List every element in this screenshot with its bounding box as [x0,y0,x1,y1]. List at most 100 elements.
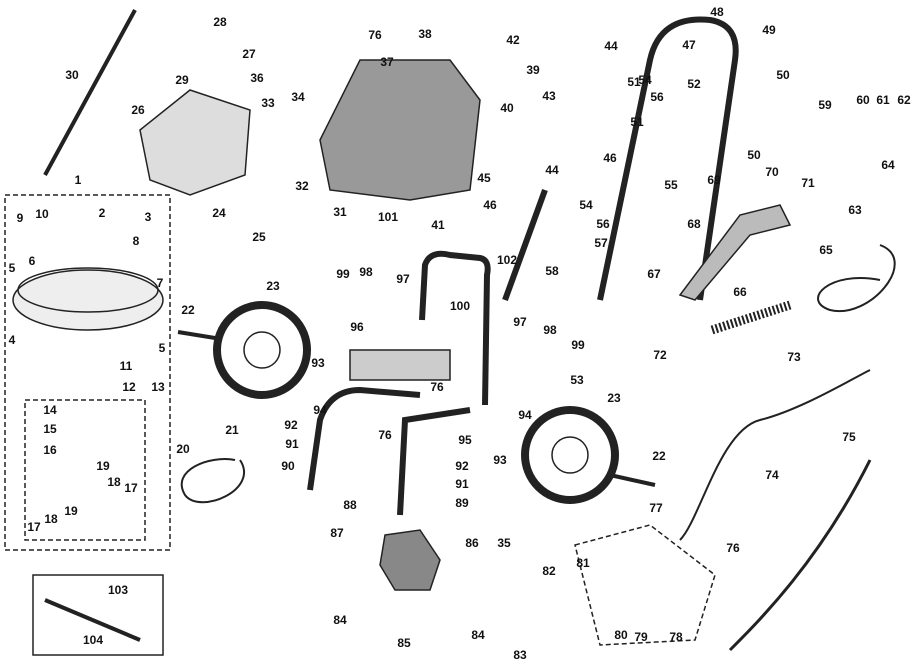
part-callout-18: 18 [107,475,121,489]
part-callout-95: 95 [458,433,472,447]
part-callout-100: 100 [449,299,471,313]
axle-right [609,473,656,487]
part-callout-26: 26 [131,103,145,117]
spray-bar-103 [44,598,141,642]
part-callout-58: 58 [545,264,559,278]
part-callout-9: 9 [16,211,24,225]
axle-left [177,330,216,340]
part-callout-10: 10 [35,207,49,221]
part-callout-57: 57 [594,236,608,250]
part-callout-86: 86 [465,536,479,550]
part-callout-93: 93 [493,453,507,467]
part-callout-14: 14 [43,403,57,417]
part-callout-55: 55 [664,178,678,192]
part-callout-103: 103 [107,583,129,597]
part-callout-5: 5 [8,261,16,275]
assembly-box-surface-cleaner [4,194,171,551]
part-callout-78: 78 [669,630,683,644]
part-callout-91: 91 [285,437,299,451]
part-callout-11: 11 [119,359,133,373]
part-callout-17: 17 [124,481,138,495]
part-callout-18: 18 [44,512,58,526]
part-callout-80: 80 [614,628,628,642]
part-callout-4: 4 [8,333,16,347]
part-callout-1: 1 [74,173,82,187]
part-callout-3: 3 [144,210,152,224]
pump [379,529,441,591]
part-callout-2: 2 [98,206,106,220]
part-callout-89: 89 [455,496,469,510]
hose-coiled-74 [679,369,871,541]
wheel-left [213,301,311,399]
part-callout-44: 44 [545,163,559,177]
part-callout-19: 19 [64,504,78,518]
part-callout-66: 66 [733,285,747,299]
part-callout-93: 93 [311,356,325,370]
part-callout-27: 27 [242,47,256,61]
engine [319,59,481,201]
part-callout-92: 92 [455,459,469,473]
part-callout-41: 41 [431,218,445,232]
part-callout-23: 23 [266,279,280,293]
engine-shroud [139,89,251,196]
part-callout-90: 90 [281,459,295,473]
part-callout-51: 51 [627,75,641,89]
part-callout-72: 72 [653,348,667,362]
part-callout-82: 82 [542,564,556,578]
part-callout-87: 87 [330,526,344,540]
frame-legs [307,386,471,516]
part-callout-73: 73 [787,350,801,364]
part-callout-52: 52 [687,77,701,91]
part-callout-53: 53 [570,373,584,387]
part-callout-79: 79 [634,630,648,644]
part-callout-92: 92 [284,418,298,432]
part-callout-12: 12 [122,380,136,394]
frame-base [349,349,451,381]
part-callout-16: 16 [43,443,57,457]
part-callout-84: 84 [471,628,485,642]
part-callout-76: 76 [368,28,382,42]
part-callout-99: 99 [336,267,350,281]
part-callout-97: 97 [513,315,527,329]
part-callout-29: 29 [175,73,189,87]
part-callout-49: 49 [762,23,776,37]
part-callout-84: 84 [333,613,347,627]
part-callout-38: 38 [418,27,432,41]
part-callout-56: 56 [596,217,610,231]
part-callout-42: 42 [506,33,520,47]
part-callout-104: 104 [82,633,104,647]
part-callout-21: 21 [225,423,239,437]
part-callout-22: 22 [652,449,666,463]
part-callout-45: 45 [477,171,491,185]
part-callout-61: 61 [876,93,890,107]
wheel-right [521,406,619,504]
part-callout-17: 17 [27,520,41,534]
part-callout-102: 102 [496,253,518,267]
part-callout-50: 50 [776,68,790,82]
part-callout-101: 101 [377,210,399,224]
part-callout-88: 88 [343,498,357,512]
part-callout-77: 77 [649,501,663,515]
part-callout-63: 63 [848,203,862,217]
part-callout-70: 70 [765,165,779,179]
part-callout-51: 51 [630,115,644,129]
hose-75 [728,459,872,652]
handle-lower [502,188,548,302]
part-callout-33: 33 [261,96,275,110]
part-callout-20: 20 [176,442,190,456]
wand-30 [43,9,137,176]
spray-gun [678,204,792,301]
part-callout-44: 44 [604,39,618,53]
part-callout-67: 67 [647,267,661,281]
hose-coil-65 [817,244,896,313]
part-callout-68: 68 [687,217,701,231]
part-callout-8: 8 [132,234,140,248]
part-callout-19: 19 [96,459,110,473]
part-callout-15: 15 [43,422,57,436]
part-callout-76: 76 [726,541,740,555]
part-callout-83: 83 [513,648,527,662]
assembly-box-bracket [574,524,716,646]
part-callout-46: 46 [603,151,617,165]
